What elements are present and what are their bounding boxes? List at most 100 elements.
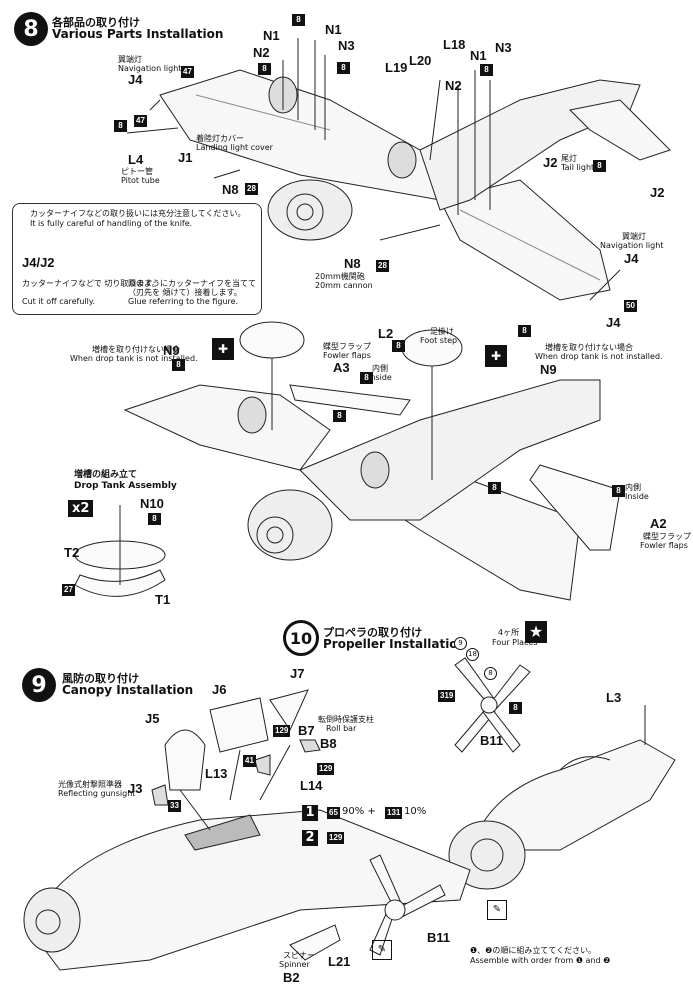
label-j1: J1 [178, 150, 193, 165]
color-code-8b: 8 [258, 63, 271, 75]
color-code-41: 41 [243, 755, 256, 767]
label-n9-right: N9 [540, 362, 557, 377]
inside-ja-a3: 内側 [372, 364, 388, 373]
color-code-8-n9r: 8 [518, 325, 531, 337]
no-tank-ja-left: 増槽を取り付けない場合 [92, 345, 180, 354]
times-badge: x2 [68, 500, 94, 517]
direction-icon-left: ✚ [212, 338, 234, 360]
label-n8-mid: N8 [344, 256, 361, 271]
color-code-8: 8 [292, 14, 305, 26]
no-tank-en-right: When drop tank is not installed. [535, 352, 663, 361]
color-code-33: 33 [168, 800, 181, 812]
mix-text-2: 10% [404, 806, 427, 817]
mark-2-badge: 2 [302, 830, 318, 846]
flap-en-right: Fowler flaps [640, 541, 688, 550]
nav-light-en-right: Navigation light [600, 241, 664, 250]
foot-en: Foot step [420, 336, 458, 345]
label-b8: B8 [320, 736, 337, 751]
label-l21: L21 [328, 954, 351, 969]
spinner-ja: スピナー [283, 951, 315, 960]
label-j2-a: J2 [543, 155, 558, 170]
step-10-title-ja: プロペラの取り付け [323, 626, 422, 639]
color-code-129b: 129 [317, 763, 335, 775]
step-9-title-en: Canopy Installation [62, 683, 194, 697]
label-l19: L19 [385, 60, 408, 75]
pitot-ja: ピトー管 [121, 167, 153, 176]
label-n1-b: N1 [325, 22, 342, 37]
label-l2: L2 [378, 326, 394, 341]
landing-light-ja: 着陸灯カバー [196, 134, 244, 143]
plane8-wheel-right [387, 141, 417, 179]
label-t1: T1 [155, 592, 171, 607]
label-n10: N10 [140, 496, 164, 511]
nav-light-ja: 翼端灯 [118, 55, 142, 64]
label-b7: B7 [298, 723, 315, 738]
label-l20: L20 [409, 53, 432, 68]
canopy-j7 [269, 689, 309, 732]
propeller-b11 [454, 657, 531, 753]
cut-ja: カッターナイフなどで 切り取ります。 [22, 279, 160, 288]
gunsight-ja: 光像式射撃照準器 [58, 780, 122, 789]
step-8-title-ja: 各部品の取り付け [52, 16, 140, 29]
label-j5: J5 [145, 711, 160, 726]
label-n2-b: N2 [445, 78, 462, 93]
label-n3: N3 [338, 38, 355, 53]
tail-light-en: Tail light [561, 163, 595, 172]
canopy-j5 [164, 729, 206, 791]
mix-text-1: 90% + [342, 806, 376, 817]
order-ja: ❶、❷の順に組み立ててください。 [470, 946, 597, 955]
landing-light-en: Landing light cover [196, 143, 273, 152]
color-code-8e: 8 [480, 64, 493, 76]
cannon-en: 20mm cannon [315, 281, 373, 290]
flap-a2 [529, 464, 621, 551]
label-t2: T2 [64, 545, 80, 560]
roll-bar-ja: 転倒時保護支柱 [318, 715, 374, 724]
label-b11-step9: B11 [427, 930, 451, 945]
color-code-27: 27 [62, 584, 75, 596]
color-code-8-a2: 8 [612, 485, 625, 497]
label-n3-b: N3 [495, 40, 512, 55]
inside-en-a2: Inside [625, 492, 649, 501]
label-n1: N1 [263, 28, 280, 43]
roll-bar-en: Roll bar [326, 724, 357, 733]
label-a2: A2 [650, 516, 667, 531]
drop-tank-left [239, 321, 305, 359]
plane8-tail [568, 99, 671, 161]
color-code-8-r1: 8 [488, 482, 501, 494]
color-code-129a: 129 [273, 725, 291, 737]
label-l13: L13 [205, 766, 228, 781]
label-b2: B2 [283, 970, 300, 985]
plane8b-wheel-right [360, 451, 390, 489]
gunsight-en: Reflecting gunsight [58, 789, 136, 798]
nav-light-en: Navigation light [118, 64, 182, 73]
color-code-8-n10: 8 [148, 513, 161, 525]
inside-ja-a2: 内側 [625, 483, 641, 492]
label-l4: L4 [128, 152, 144, 167]
color-code-129c: 129 [327, 832, 345, 844]
color-code-50: 50 [624, 300, 637, 312]
plane9-engine [23, 887, 81, 953]
canopy-j6 [209, 697, 269, 753]
flap-ja-left: 蝶型フラップ [323, 342, 371, 351]
direction-icon-right: ✚ [485, 345, 507, 367]
label-a3: A3 [333, 360, 350, 375]
label-j2-b: J2 [650, 185, 665, 200]
color-code-8-mid: 8 [333, 410, 346, 422]
step-10-number: 10 [283, 620, 319, 656]
foot-ja: 足掛け [430, 327, 454, 336]
mark-1-badge: 1 [302, 805, 318, 821]
color-code-65: 65 [327, 807, 340, 819]
color-code-28: 28 [245, 183, 258, 195]
color-code-8-l2: 8 [392, 340, 405, 352]
spinner-b2 [289, 924, 341, 961]
pitot-en: Pitot tube [121, 176, 160, 185]
color-code-47b: 47 [134, 115, 147, 127]
tail-light-ja: 尾灯 [561, 154, 577, 163]
color-circle-18: 18 [466, 648, 479, 661]
inside-en-a3: Inside [368, 373, 392, 382]
color-code-8f: 8 [593, 160, 606, 172]
color-code-8-a3: 8 [360, 372, 373, 384]
label-n1-c: N1 [470, 48, 487, 63]
color-code-8c: 8 [337, 62, 350, 74]
color-code-8-n9l: 8 [172, 359, 185, 371]
